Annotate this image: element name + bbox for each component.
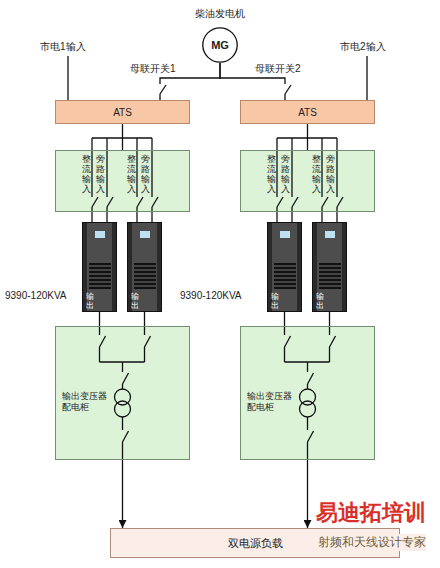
node-text: 输出	[86, 293, 94, 311]
node-text: 整流输入	[312, 155, 321, 195]
input-panel: 整流输入旁路输入整流输入旁路输入	[55, 150, 190, 212]
node-text: 柴油发电机	[195, 7, 245, 21]
node-text: 输出变压器配电柜	[62, 391, 110, 413]
wire-stroke	[144, 326, 145, 335]
power-connector	[122, 124, 123, 150]
watermark: 易迪拓培训	[316, 498, 426, 528]
ups-cabinet: 输出	[267, 222, 302, 312]
transformer-panel: 输出变压器配电柜	[55, 326, 190, 460]
wire-stroke	[366, 56, 367, 100]
wire-stroke	[151, 207, 152, 222]
power-connector	[329, 312, 330, 326]
node-text: 旁路输入	[96, 155, 105, 195]
node-text: 旁路输入	[281, 155, 290, 195]
wire-stroke	[122, 417, 123, 430]
wire-stroke	[122, 384, 123, 389]
model-label: 9390-120KVA	[5, 290, 67, 301]
panel-fill	[240, 150, 375, 212]
wire-stroke	[106, 138, 107, 197]
generator-circle-outline	[203, 28, 237, 62]
node-text: 输出	[131, 293, 139, 311]
watermark: 射频和天线设计专家	[318, 534, 426, 551]
panel-fills	[55, 150, 375, 460]
wire-stroke	[122, 362, 123, 372]
wire-stroke	[123, 431, 129, 442]
model-label: 9390-120KVA	[180, 290, 242, 301]
generator-circle: 柴油发电机MG	[202, 27, 238, 63]
wire-stroke	[123, 373, 129, 384]
ats-box: ATS	[240, 100, 375, 124]
node-text: 整流输入	[267, 155, 276, 195]
node-text: ATS	[113, 107, 132, 118]
wire-stroke	[91, 138, 92, 197]
panel-fill	[55, 150, 190, 212]
switch-label: 母联开关2	[255, 62, 301, 76]
wire-stroke	[106, 207, 107, 222]
transformer-panel: 输出变压器配电柜	[240, 326, 375, 460]
node-text: 旁路输入	[326, 155, 335, 195]
node-text: 旁路输入	[141, 155, 150, 195]
wire-stroke	[145, 336, 151, 347]
node-text: ATS	[298, 107, 317, 118]
node-text: MG	[202, 27, 238, 63]
power-connector	[136, 212, 137, 222]
wire-stroke	[99, 347, 100, 362]
node-text: 整流输入	[82, 155, 91, 195]
wire-stroke	[92, 197, 98, 207]
wire-stroke	[144, 347, 145, 362]
power-connector	[307, 460, 308, 528]
ats-box: ATS	[55, 100, 190, 124]
node-text: 输出变压器配电柜	[247, 391, 295, 413]
input-label: 市电1输入	[40, 40, 86, 54]
input-panel: 整流输入旁路输入整流输入旁路输入	[240, 150, 375, 212]
wire-stroke	[67, 56, 68, 100]
input-label: 市电2输入	[340, 40, 386, 54]
node-text: 整流输入	[127, 155, 136, 195]
panel-fill	[240, 326, 375, 460]
ups-cabinet: 输出	[312, 222, 347, 312]
switch-label: 母联开关1	[130, 62, 176, 76]
tie-switch	[156, 84, 166, 94]
power-connector	[91, 212, 92, 222]
power-connector	[122, 460, 123, 528]
wire-stroke	[99, 326, 100, 335]
wire-stroke	[107, 197, 113, 207]
panel-fill	[55, 326, 190, 460]
wire-stroke	[137, 197, 143, 207]
wire-stroke	[100, 336, 106, 347]
power-connector	[284, 312, 285, 326]
wire-stroke	[122, 442, 123, 460]
wire-stroke	[160, 85, 166, 94]
node-text: 输出	[316, 293, 324, 311]
power-connector	[144, 312, 145, 326]
power-connector	[99, 312, 100, 326]
node-text: 双电源负载	[228, 536, 283, 551]
node-text: 输出	[271, 293, 279, 311]
power-connector	[307, 124, 308, 150]
power-connector	[276, 212, 277, 222]
ups-cabinet: 输出	[127, 222, 162, 312]
wire-stroke	[151, 138, 152, 197]
wire-stroke	[152, 197, 158, 207]
tie-switch	[281, 84, 291, 94]
wire-stroke	[136, 138, 137, 197]
wire-stroke	[115, 401, 131, 417]
wire-stroke	[285, 85, 291, 94]
ups-cabinet: 输出	[82, 222, 117, 312]
power-connector	[321, 212, 322, 222]
